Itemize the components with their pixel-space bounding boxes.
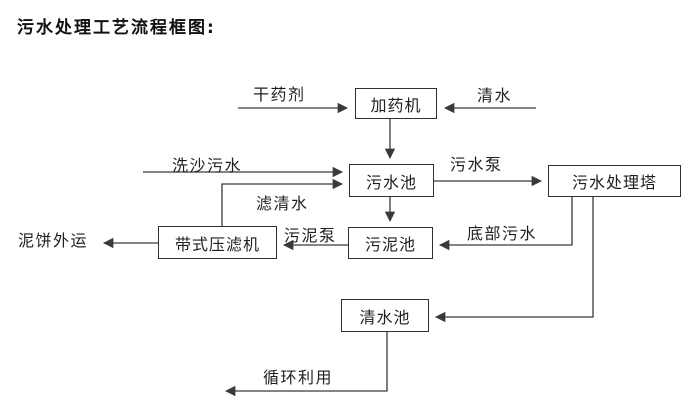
node-sewage-pool: 污水池: [349, 164, 434, 197]
label-bottom-sewage: 底部污水: [467, 224, 538, 243]
node-treatment-tower: 污水处理塔: [548, 165, 681, 197]
label-mud-cake-out: 泥饼外运: [18, 231, 89, 250]
arrow-tower-to-clean-water-pool: [434, 197, 594, 323]
arrow-filtered-water-press-to-sewage-pool: [221, 178, 344, 226]
label-filtered-water: 滤清水: [256, 194, 309, 213]
label-sand-washing-sewage: 洗沙污水: [172, 156, 243, 175]
diagram-title: 污水处理工艺流程框图:: [17, 18, 216, 38]
arrow-bottom-sewage-tower-to-sludge-pool: [438, 197, 573, 251]
label-clean-water: 清水: [477, 86, 513, 105]
label-recycling: 循环利用: [263, 368, 334, 387]
arrow-recycling-out: [224, 332, 388, 397]
label-sewage-pump: 污水泵: [450, 155, 503, 174]
node-clean-water-pool: 清水池: [341, 299, 429, 332]
label-sludge-pump: 污泥泵: [284, 226, 337, 245]
node-dosing-machine: 加药机: [355, 88, 437, 119]
node-belt-filter-press: 带式压滤机: [158, 226, 277, 259]
label-dry-chemical: 干药剂: [253, 85, 306, 104]
node-sludge-pool: 污泥池: [348, 227, 433, 259]
